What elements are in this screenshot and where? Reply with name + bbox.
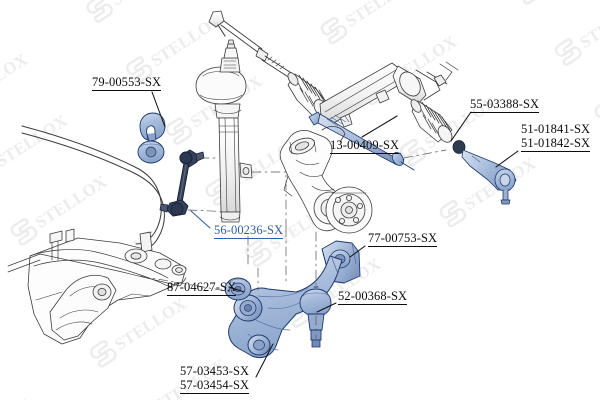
part-code: 52-00368-SX xyxy=(338,289,408,303)
part-label-52-00368-sx[interactable]: 52-00368-SX xyxy=(338,289,408,305)
part-code: 55-03388-SX xyxy=(470,97,540,111)
part-label-79-00553-sx[interactable]: 79-00553-SX xyxy=(92,75,162,91)
part-code: 51-01842-SX xyxy=(521,135,591,150)
inner-tie-rod xyxy=(308,111,415,171)
stabilizer-bushing-upper xyxy=(139,112,166,142)
stabilizer-link xyxy=(159,149,205,217)
part-label-51-01841-sx[interactable]: 51-01841-SX 51-01842-SX xyxy=(521,122,591,152)
part-code: 57-03453-SX xyxy=(180,364,250,378)
part-code: 57-03454-SX xyxy=(180,377,250,392)
part-code: 13-00409-SX xyxy=(330,138,400,152)
part-label-56-00236-sx[interactable]: 56-00236-SX xyxy=(214,223,284,239)
leader-13-00409 xyxy=(361,115,398,138)
control-arm-bushing-rear xyxy=(233,294,263,322)
leader-79-00553 xyxy=(151,91,166,128)
leader-87-04627 xyxy=(228,286,245,293)
control-arm-outer-eye xyxy=(247,334,271,356)
part-code: 87-04627-SX xyxy=(167,280,237,294)
part-code: 79-00553-SX xyxy=(92,75,162,89)
stabilizer-bushing-lower xyxy=(137,140,165,164)
leader-56-00236 xyxy=(190,210,211,229)
part-code: 77-00753-SX xyxy=(368,231,438,245)
part-code: 56-00236-SX xyxy=(214,223,284,237)
part-label-13-00409-sx[interactable]: 13-00409-SX xyxy=(330,138,400,154)
control-arm-bushing-front xyxy=(224,277,252,301)
leader-57-03453 xyxy=(255,343,274,378)
part-label-57-03453-sx[interactable]: 57-03453-SX 57-03454-SX xyxy=(180,364,250,394)
part-label-55-03388-sx[interactable]: 55-03388-SX xyxy=(470,97,540,113)
part-code: 51-01841-SX xyxy=(521,122,591,136)
part-label-87-04627-sx[interactable]: 87-04627-SX xyxy=(167,280,237,296)
part-label-77-00753-sx[interactable]: 77-00753-SX xyxy=(368,231,438,247)
